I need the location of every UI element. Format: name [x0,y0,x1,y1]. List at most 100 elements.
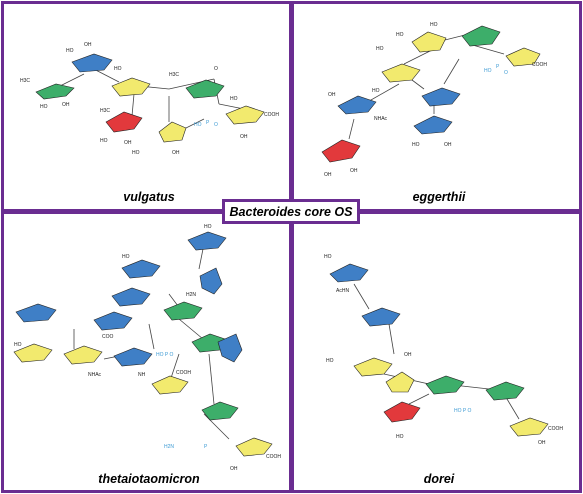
svg-text:COO: COO [102,334,114,340]
svg-text:HO: HO [412,142,420,148]
svg-text:HO: HO [114,66,122,72]
panel-label-eggerthii: eggerthii [412,190,466,204]
svg-text:COOH: COOH [264,112,279,118]
svg-text:HO: HO [484,68,492,74]
blue-sugar-6 [93,311,133,331]
svg-text:OH: OH [538,440,546,446]
svg-text:OH: OH [404,352,412,358]
vulgatus-structure: HO P O H3C HO OH HO OH HO H3C HO OH HO O… [20,42,279,156]
svg-text:COOH: COOH [266,454,281,460]
green-sugar-1 [461,25,501,47]
green-sugar-1 [425,375,465,395]
thetaiotaomicron-structure: HO P O H2N P HO HO H2N COO HO NHAc NH CO… [13,224,281,472]
svg-text:H3C: H3C [100,108,110,114]
panel-label-dorei: dorei [423,472,455,486]
svg-text:HO: HO [324,254,332,260]
blue-sugar-5 [15,303,57,323]
atom-labels: HO HO H2N COO HO NHAc NH COOH COOH OH [14,224,281,472]
blue-sugar-2 [337,95,377,115]
svg-text:OH: OH [230,466,238,472]
atom-labels: H3C HO OH HO OH HO H3C HO OH HO OH H3C O… [20,42,279,156]
svg-text:HO: HO [230,96,238,102]
svg-text:HO: HO [376,46,384,52]
blue-sugar-3 [413,115,453,135]
svg-text:HO: HO [326,358,334,364]
svg-text:P: P [204,444,208,450]
svg-text:OH: OH [172,150,180,156]
atom-labels: HO HO HO COOH HO NHAc OH HO OH OH OH [324,22,547,178]
svg-text:NHAc: NHAc [374,116,388,122]
panel-label-thetaiotaomicron: thetaiotaomicron [98,472,200,486]
svg-text:NH: NH [138,372,146,378]
green-sugar-1 [35,83,75,100]
phosphate-group: HO P O [454,408,472,414]
svg-text:HO P O: HO P O [156,352,174,358]
yellow-sugar-1 [353,357,393,377]
phosphate-group: HO P O [194,120,218,128]
yellow-sugar-1 [13,343,53,363]
yellow-sugar-3 [381,63,421,83]
yellow-sugar-3 [509,417,549,437]
svg-text:HO P O: HO P O [454,408,472,414]
yellow-sugar-3 [151,375,189,395]
blue-sugar-1 [329,263,369,283]
svg-text:HO: HO [132,150,140,156]
yellow-sugar-2 [505,47,541,67]
svg-text:HO: HO [396,32,404,38]
svg-text:HO: HO [194,122,202,128]
yellow-sugar-2 [385,371,415,393]
svg-text:COOH: COOH [532,62,547,68]
panel-eggerthii: HO P O HO HO HO COOH HO NHAc OH HO OH OH… [291,1,582,212]
svg-text:AcHN: AcHN [336,288,349,294]
svg-text:H3C: H3C [20,78,30,84]
panel-label-vulgatus: vulgatus [123,190,175,204]
svg-text:HO: HO [122,254,130,260]
red-sugar-1 [321,139,361,163]
phosphate-group: HO P O [484,64,508,76]
yellow-sugar-2 [63,345,103,365]
yellow-sugar-1 [111,77,151,97]
svg-text:HO: HO [100,138,108,144]
svg-text:H3C: H3C [169,72,179,78]
yellow-sugar-4 [235,437,273,457]
red-sugar-1 [105,111,143,133]
blue-sugar-3 [199,267,223,295]
figure-title: Bacteroides core OS [222,199,360,224]
panel-dorei: HO P O HO AcHN HO OH HO COOH OH dorei [291,211,582,493]
svg-text:COOH: COOH [548,426,563,432]
svg-text:OH: OH [350,168,358,174]
atom-labels: HO AcHN HO OH HO COOH OH [324,254,563,446]
svg-text:HO: HO [430,22,438,28]
dorei-structure: HO P O HO AcHN HO OH HO COOH OH [324,254,563,446]
green-sugar-3 [201,401,239,421]
svg-text:NHAc: NHAc [88,372,102,378]
phosphate-groups: HO P O H2N P [156,352,208,450]
svg-text:HO: HO [40,104,48,110]
green-sugar-2 [185,79,225,99]
yellow-sugar-2 [158,121,187,143]
svg-text:HO: HO [204,224,212,230]
svg-text:HO: HO [396,434,404,440]
red-sugar-1 [383,401,421,423]
svg-text:O: O [504,70,508,76]
svg-text:O: O [214,122,218,128]
svg-text:O: O [214,66,218,72]
svg-text:OH: OH [84,42,92,48]
svg-text:HO: HO [14,342,22,348]
blue-sugar-1 [187,231,227,251]
svg-text:OH: OH [124,140,132,146]
svg-text:HO: HO [372,88,380,94]
svg-text:H2N: H2N [164,444,174,450]
blue-sugar-4 [111,287,151,307]
blue-sugar-7 [217,333,243,363]
panel-vulgatus: HO P O H3C HO OH HO OH HO H3C HO OH HO O… [1,1,292,212]
svg-text:P: P [496,64,500,70]
blue-sugar-2 [361,307,401,327]
svg-text:OH: OH [62,102,70,108]
svg-text:COOH: COOH [176,370,191,376]
eggerthii-structure: HO P O HO HO HO COOH HO NHAc OH HO OH OH… [321,22,547,178]
blue-sugar-2 [121,259,161,279]
green-sugar-2 [485,381,525,401]
svg-text:OH: OH [444,142,452,148]
svg-text:OH: OH [328,92,336,98]
